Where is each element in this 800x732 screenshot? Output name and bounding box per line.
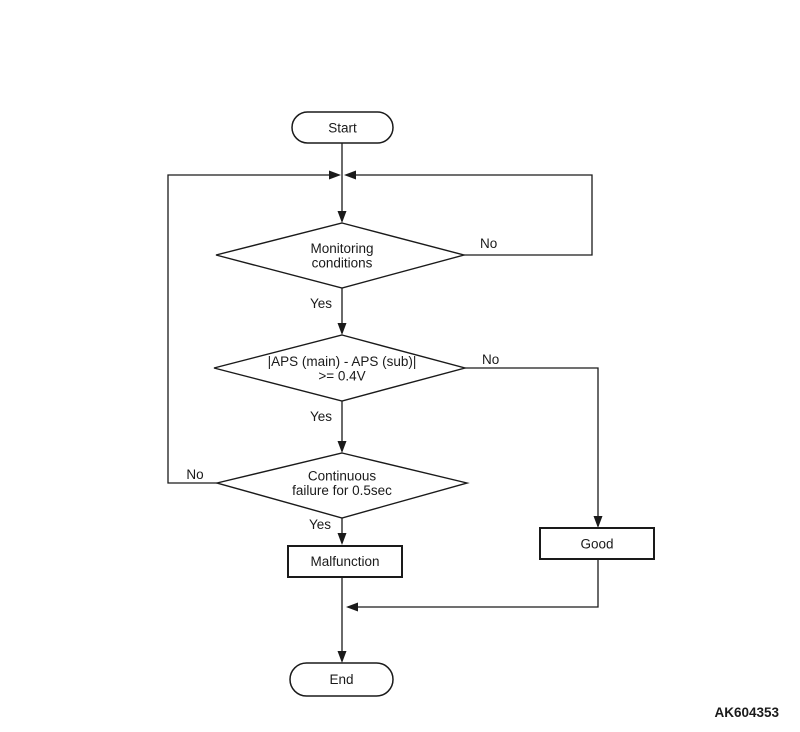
node-malfunction-label: Malfunction <box>310 554 379 569</box>
node-aps-label-line1: |APS (main) - APS (sub)| <box>268 354 417 369</box>
arrowhead-into-aps <box>337 323 347 335</box>
node-malfunction <box>287 545 403 578</box>
edge-aps-no-to-good <box>465 367 599 526</box>
edge-label-continuous-no: No <box>186 467 203 482</box>
node-continuous-label-line2: failure for 0.5sec <box>292 483 392 498</box>
edge-label-aps-yes: Yes <box>310 409 332 424</box>
arrowhead-into-end <box>337 651 347 663</box>
node-good-label: Good <box>580 537 613 552</box>
edge-good-to-merge <box>348 559 599 608</box>
node-continuous-failure <box>214 452 470 519</box>
edge-label-aps-no: No <box>482 352 499 367</box>
node-monitoring-label-line2: conditions <box>312 256 373 271</box>
edge-continuous-no-loop <box>167 174 330 484</box>
node-monitoring-label-line1: Monitoring <box>310 241 373 256</box>
node-aps-check <box>213 334 468 402</box>
arrowhead-into-continuous <box>337 441 347 453</box>
arrowhead-into-merge <box>346 602 358 612</box>
node-end-label: End <box>329 672 353 687</box>
arrowhead-right-loop-into-junction <box>344 170 356 180</box>
figure-code: AK604353 <box>714 705 779 720</box>
node-monitoring-conditions <box>215 222 467 289</box>
edge-monitoring-no-loop <box>356 174 593 256</box>
node-start-label: Start <box>328 121 357 136</box>
edge-label-monitoring-no: No <box>480 236 497 251</box>
edge-label-monitoring-yes: Yes <box>310 296 332 311</box>
edge-label-continuous-yes: Yes <box>309 517 331 532</box>
node-good <box>539 527 655 560</box>
arrowhead-into-malfunction <box>337 533 347 545</box>
arrowhead-into-good <box>593 516 603 528</box>
node-continuous-label-line1: Continuous <box>308 469 377 484</box>
node-start <box>291 111 394 144</box>
node-end <box>289 662 394 697</box>
node-aps-label-line2: >= 0.4V <box>318 369 365 384</box>
arrowhead-into-monitoring <box>337 211 347 223</box>
arrowhead-left-loop-into-junction <box>329 170 341 180</box>
